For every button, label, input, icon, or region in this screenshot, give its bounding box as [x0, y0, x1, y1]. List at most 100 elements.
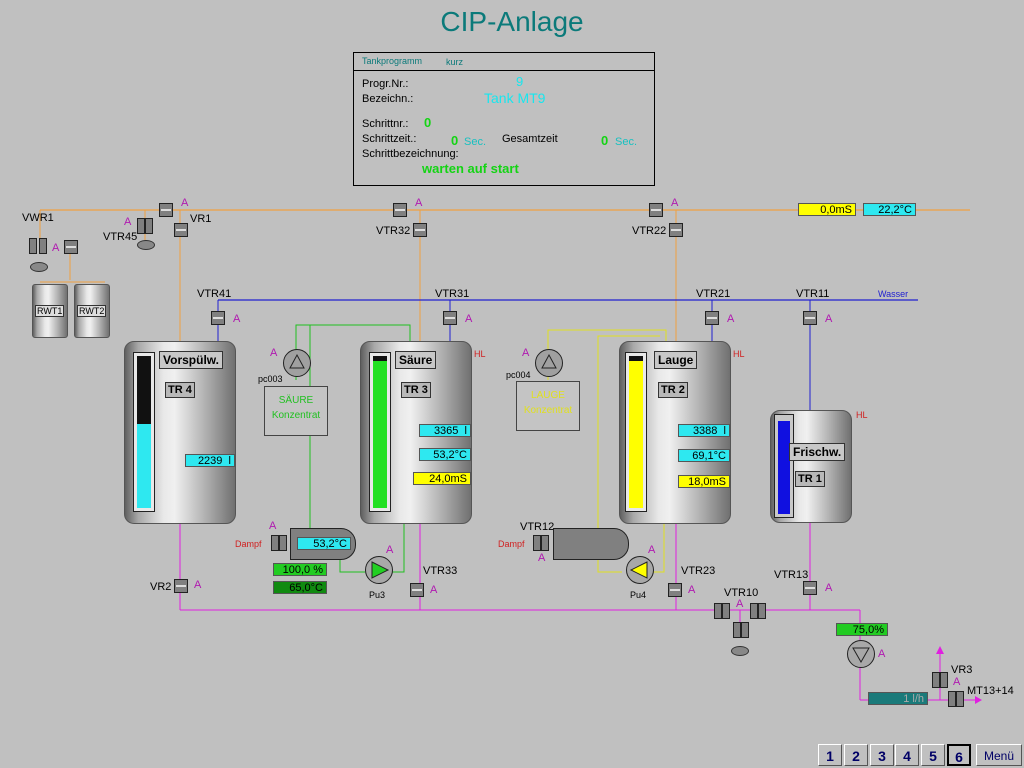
vr3-label: VR3 [951, 664, 973, 676]
valve-vtr22-upper[interactable] [649, 203, 663, 217]
supply-conductivity: 0,0mS [798, 203, 856, 216]
valve-dampf-saeure-a[interactable] [271, 535, 279, 551]
valve-vwr1-b[interactable] [39, 238, 47, 254]
valve-vtr11[interactable] [803, 311, 817, 325]
valve-mt13-b[interactable] [956, 691, 964, 707]
rwt2-tank: RWT2 [74, 284, 110, 338]
nav-button-3[interactable]: 3 [870, 744, 894, 766]
valve-vwr1-a[interactable] [29, 238, 37, 254]
tank-tr2[interactable]: Lauge TR 2 3388 l 69,1°C 18,0mS [619, 341, 731, 524]
tr1-tag: TR 1 [795, 471, 825, 487]
valve-vtr31[interactable] [443, 311, 457, 325]
vtr22-auto: A [671, 197, 679, 209]
valve-vtr13[interactable] [803, 581, 817, 595]
schrittzeit-value: 0 [451, 133, 459, 148]
valve-vtr33[interactable] [410, 583, 424, 597]
vr1-label: VR1 [190, 213, 212, 225]
valve-mt13-a[interactable] [948, 691, 956, 707]
program-header-value: kurz [446, 57, 464, 67]
tr4-name: Vorspülw. [159, 351, 224, 369]
valve-vtr21[interactable] [705, 311, 719, 325]
vtr31-auto: A [465, 313, 473, 325]
vtr23-auto: A [688, 584, 696, 596]
valve-vwr1-c[interactable] [64, 240, 78, 254]
heater-lauge-dampf: Dampf [498, 539, 525, 549]
vr2-label: VR2 [150, 581, 172, 593]
tr4-level-gauge [133, 352, 155, 512]
drain-icon [30, 262, 48, 272]
vtr13-auto: A [825, 582, 833, 594]
pu4-auto: A [648, 544, 656, 556]
valve-vtr45-b[interactable] [145, 218, 153, 234]
valve-vtr12-a[interactable] [533, 535, 541, 551]
vtr21-auto: A [727, 313, 735, 325]
valve-vr3-b[interactable] [940, 672, 948, 688]
tr1-hl-label: HL [856, 410, 868, 420]
valve-vtr12-b[interactable] [541, 535, 549, 551]
vtr33-auto: A [430, 584, 438, 596]
gesamtzeit-label: Gesamtzeit [502, 133, 558, 145]
lauge-konzentrat-box: LAUGE Konzentrat [516, 381, 580, 431]
saeure-konzentrat-box: SÄURE Konzentrat [264, 386, 328, 436]
vwr1-auto: A [52, 242, 60, 254]
nav-button-5[interactable]: 5 [921, 744, 945, 766]
vtr31-label: VTR31 [435, 288, 470, 300]
pu3-pump-icon[interactable] [365, 556, 393, 584]
tr3-level: 3365 l [419, 424, 471, 437]
nav-button-4[interactable]: 4 [895, 744, 919, 766]
schrittbez-value: warten auf start [422, 161, 519, 176]
gesamtzeit-value: 0 [601, 133, 609, 148]
valve-vr2[interactable] [174, 579, 188, 593]
pu4-pump-icon[interactable] [626, 556, 654, 584]
heater-saeure-pct: 100,0 % [273, 563, 327, 576]
pu3-auto: A [386, 544, 394, 556]
valve-vtr10-d[interactable] [758, 603, 766, 619]
tr3-level-gauge [369, 352, 391, 512]
pc003-pump-icon[interactable] [283, 349, 311, 377]
tank-tr4[interactable]: Vorspülw. TR 4 2239 l [124, 341, 236, 524]
progr-nr-value: 9 [516, 74, 524, 89]
bezeichn-value: Tank MT9 [484, 90, 546, 106]
vtr45-label: VTR45 [103, 231, 138, 243]
valve-dampf-saeure-b[interactable] [279, 535, 287, 551]
valve-vr1[interactable] [174, 223, 188, 237]
vr2-auto: A [194, 579, 202, 591]
valve-vr1-upper[interactable] [159, 203, 173, 217]
valve-vtr32[interactable] [413, 223, 427, 237]
pc003-auto: A [270, 347, 278, 359]
main-pump-icon[interactable] [847, 640, 875, 668]
valve-vtr32-upper[interactable] [393, 203, 407, 217]
nav-button-2[interactable]: 2 [844, 744, 868, 766]
mt13-label: MT13+14 [967, 685, 1014, 697]
pc003-label: pc003 [258, 374, 283, 384]
rwt1-label: RWT1 [35, 305, 65, 317]
nav-button-1[interactable]: 1 [818, 744, 842, 766]
valve-vtr10-c[interactable] [750, 603, 758, 619]
tr1-name: Frischw. [789, 443, 846, 461]
nav-button-menu[interactable]: Menü [976, 744, 1022, 766]
valve-vtr41[interactable] [211, 311, 225, 325]
program-panel: Tankprogramm kurz Progr.Nr.: 9 Bezeichn.… [353, 52, 655, 186]
valve-vtr22[interactable] [669, 223, 683, 237]
tr2-name: Lauge [654, 351, 698, 369]
vwr1-label: VWR1 [22, 212, 54, 224]
valve-vtr10-a[interactable] [714, 603, 722, 619]
tr3-temp: 53,2°C [419, 448, 471, 461]
valve-vtr10-e[interactable] [733, 622, 741, 638]
tr2-hl-label: HL [733, 349, 745, 359]
vtr33-label: VTR33 [423, 565, 458, 577]
heat-exchanger-lauge [553, 528, 629, 560]
valve-vtr23[interactable] [668, 583, 682, 597]
tr2-level: 3388 l [678, 424, 730, 437]
valve-vr3-a[interactable] [932, 672, 940, 688]
valve-vtr10-f[interactable] [741, 622, 749, 638]
nav-button-6[interactable]: 6 [947, 744, 971, 766]
valve-vtr45-a[interactable] [137, 218, 145, 234]
pc004-pump-icon[interactable] [535, 349, 563, 377]
valve-vtr10-b[interactable] [722, 603, 730, 619]
vtr21-label: VTR21 [696, 288, 731, 300]
vtr12-auto: A [538, 552, 546, 564]
tank-tr3[interactable]: Säure TR 3 3365 l 53,2°C 24,0mS [360, 341, 472, 524]
tank-tr1[interactable]: Frischw. TR 1 [770, 410, 852, 523]
